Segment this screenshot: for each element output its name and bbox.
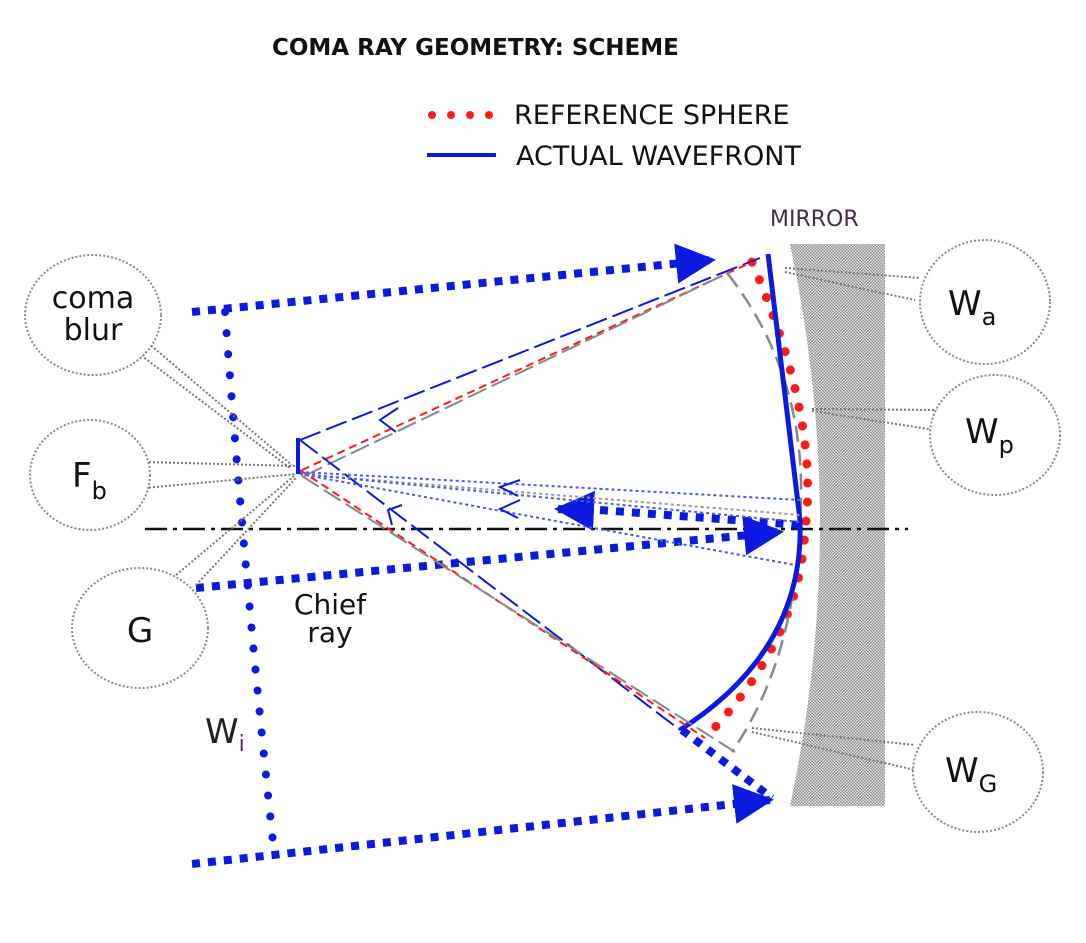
incoming-rays xyxy=(191,243,801,868)
chief-ray-line1: Chief xyxy=(294,588,367,621)
incoming-ray-axis xyxy=(599,506,801,529)
g-label: G xyxy=(127,611,153,651)
incoming-ray-middle xyxy=(195,515,784,592)
leader-lines xyxy=(137,267,939,771)
ray-top-red xyxy=(301,261,753,471)
ray-bottom-blue xyxy=(299,439,681,731)
wa-label: Wa xyxy=(948,284,996,331)
incoming-ray-bottom xyxy=(191,784,774,868)
legend-actual-wavefront: ACTUAL WAVEFRONT xyxy=(427,141,801,172)
actual-wavefront-curve xyxy=(678,253,803,733)
ray-mid-gray xyxy=(299,473,801,516)
legend-wavefront-label: ACTUAL WAVEFRONT xyxy=(516,141,801,172)
bubble-wa: Wa xyxy=(919,239,1051,365)
legend-reference-label: REFERENCE SPHERE xyxy=(514,100,790,131)
bubble-coma-blur: coma blur xyxy=(24,254,162,376)
wg-label: WG xyxy=(945,751,997,798)
guide-arc xyxy=(727,273,803,753)
arrowhead-mid2 xyxy=(497,499,521,519)
ray-top-blue xyxy=(299,257,761,441)
bubble-fb: Fb xyxy=(29,419,151,531)
arrowhead-lower xyxy=(386,504,403,526)
incoming-wavefront-wi xyxy=(221,308,277,846)
ray-bottom-gray xyxy=(301,475,736,753)
chief-ray-line2: ray xyxy=(307,616,352,649)
arrowhead-mid1 xyxy=(497,479,521,497)
reflected-ray-arrow xyxy=(554,490,595,531)
legend: REFERENCE SPHERE ACTUAL WAVEFRONT xyxy=(427,100,801,172)
bubble-wp: Wp xyxy=(929,374,1061,496)
ray-upper-dotted xyxy=(299,471,801,501)
red-dots-icon xyxy=(428,111,493,119)
diagram-title: COMA RAY GEOMETRY: SCHEME xyxy=(272,35,679,61)
coma-blur-line1: coma xyxy=(52,281,134,316)
bubble-g: G xyxy=(71,567,209,689)
bubble-wg: WG xyxy=(912,711,1044,833)
ray-top-gray xyxy=(303,271,731,477)
coma-blur-line2: blur xyxy=(64,313,123,348)
fb-label: Fb xyxy=(72,456,107,505)
wp-label: Wp xyxy=(965,412,1014,459)
wi-label: Wi xyxy=(205,712,245,757)
legend-reference-sphere: REFERENCE SPHERE xyxy=(428,100,790,131)
converging-rays xyxy=(299,257,801,753)
mirror-label: MIRROR xyxy=(770,207,859,232)
ray-bottom-red xyxy=(299,469,706,739)
incoming-ray-lower-diag xyxy=(679,726,775,802)
mirror-body xyxy=(790,244,885,806)
arrowhead-top xyxy=(378,407,399,433)
reference-sphere-curve xyxy=(700,257,813,743)
incoming-ray-top xyxy=(191,243,716,316)
